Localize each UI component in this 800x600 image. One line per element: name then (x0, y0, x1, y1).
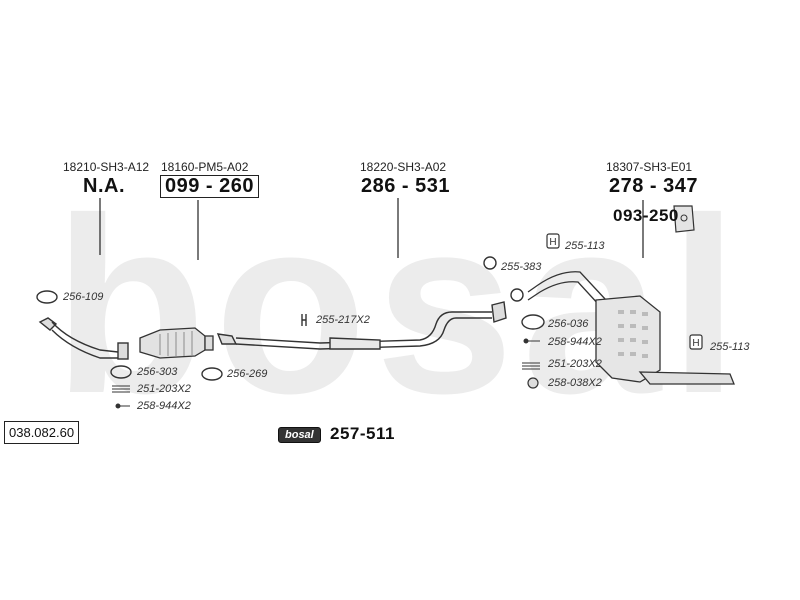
spring-251-203-left (112, 385, 130, 393)
hanger-255-113-top: H (546, 233, 560, 249)
part-number-4: 278 - 347 (609, 175, 699, 197)
gasket-256-109 (36, 290, 58, 304)
bolt-258-944-right (523, 338, 540, 344)
label-256-036: 256-036 (548, 318, 589, 330)
front-pipe (38, 317, 129, 360)
part-number-3: 286 - 531 (361, 175, 451, 197)
bracket-part-number: 093-250 (613, 206, 679, 225)
svg-text:H: H (549, 237, 556, 248)
bolt-258-944-left (115, 403, 130, 409)
label-255-383: 255-383 (501, 261, 542, 273)
gasket-256-303 (110, 365, 132, 379)
center-pipe (216, 301, 507, 350)
label-255-113-top: 255-113 (565, 240, 605, 252)
label-256-109: 256-109 (63, 291, 104, 303)
label-255-217: 255-217X2 (316, 314, 370, 326)
clamp-255-217 (301, 314, 307, 326)
ring-255-383 (483, 256, 497, 270)
oem-number-4: 18307-SH3-E01 (606, 160, 693, 174)
leader-lines (99, 198, 644, 260)
gasket-near-silencer (510, 288, 524, 302)
hanger-255-113-right: H (689, 334, 703, 350)
oem-number-1: 18210-SH3-A12 (63, 160, 150, 174)
oem-number-2: 18160-PM5-A02 (161, 160, 249, 174)
label-256-269: 256-269 (227, 368, 268, 380)
gasket-256-269 (201, 367, 223, 381)
spring-251-203-right (522, 362, 540, 370)
label-255-113-right: 255-113 (710, 341, 750, 353)
catalytic-converter (139, 327, 214, 359)
oem-number-3: 18220-SH3-A02 (360, 160, 447, 174)
label-258-944-right: 258-944X2 (548, 336, 602, 348)
label-251-203-right: 251-203X2 (548, 358, 602, 370)
nut-258-038 (527, 377, 539, 389)
rear-silencer (527, 271, 735, 385)
part-number-1: N.A. (83, 175, 125, 197)
label-258-944-left: 258-944X2 (137, 400, 191, 412)
mounting-bracket-093-250 (673, 205, 695, 233)
part-number-2: 099 - 260 (160, 175, 260, 198)
gasket-256-036 (521, 314, 545, 330)
label-258-038: 258-038X2 (548, 377, 602, 389)
kit-part-number: 257-511 (330, 424, 395, 443)
bosal-badge: bosal (278, 427, 321, 443)
label-251-203-left: 251-203X2 (137, 383, 191, 395)
svg-text:H: H (692, 338, 699, 349)
label-256-303: 256-303 (137, 366, 178, 378)
reference-number: 038.082.60 (4, 421, 80, 444)
